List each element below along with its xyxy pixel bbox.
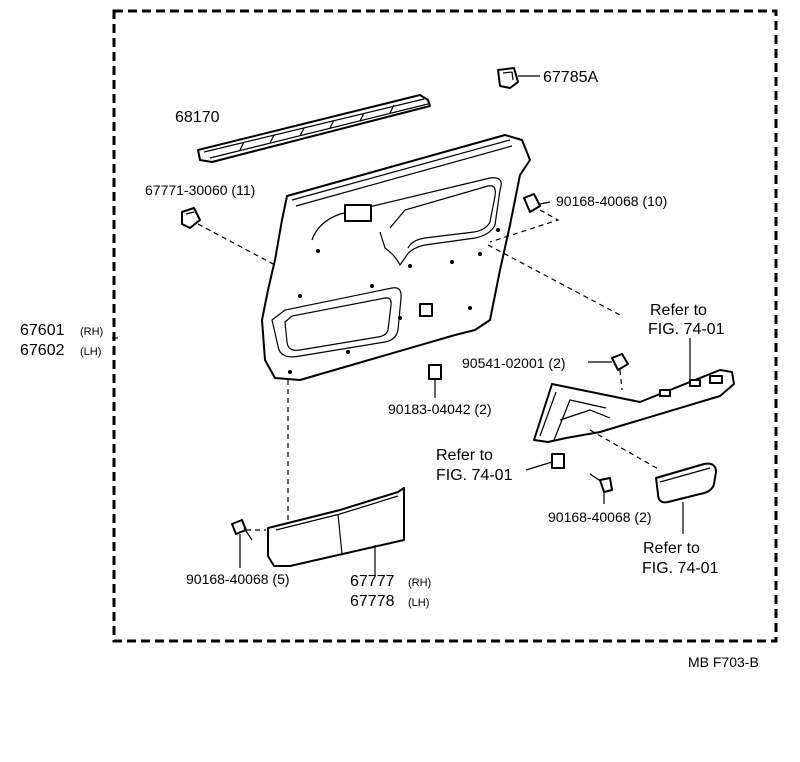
- armrest-part: [533, 369, 735, 443]
- top-clip-part: [497, 67, 519, 89]
- left-screw-label: 90168-40068 (5): [186, 571, 290, 587]
- panel-holes: [288, 228, 500, 374]
- pocket-lh-tag: (LH): [408, 597, 429, 609]
- refer-bottom-line2: FIG. 74-01: [642, 560, 719, 577]
- molding-part: [197, 94, 431, 163]
- mid-screw-label: 90168-40068 (2): [548, 509, 652, 525]
- panel-clip-label: 90183-04042 (2): [388, 401, 492, 417]
- pocket-lh-number: 67778: [350, 593, 395, 610]
- panel-rh-tag: (RH): [80, 326, 103, 338]
- top-right-screw-part: [523, 193, 551, 213]
- figure-code: MB F703-B: [688, 654, 759, 670]
- top-clip-label: 67785A: [543, 69, 598, 86]
- panel-lh-number: 67602: [20, 342, 65, 359]
- panel-lh-tag: (LH): [80, 346, 101, 358]
- nut-clip-label: 90541-02001 (2): [462, 355, 566, 371]
- refer-right-line2: FIG. 74-01: [648, 321, 725, 338]
- pocket-rh-tag: (RH): [408, 577, 431, 589]
- ashtray-part: [655, 462, 717, 504]
- door-pocket-part: [267, 487, 405, 567]
- door-panel-part: [261, 134, 531, 381]
- pocket-rh-number: 67777: [350, 573, 395, 590]
- diagram-frame: [112, 9, 778, 643]
- mid-screw-part: [589, 473, 613, 493]
- refer-right-line1: Refer to: [650, 302, 707, 319]
- top-right-screw-label: 90168-40068 (10): [556, 193, 667, 209]
- nut-clip-part: [611, 353, 629, 371]
- panel-rh-number: 67601: [20, 322, 65, 339]
- refer-bottom-line1: Refer to: [643, 540, 700, 557]
- small-clip-part: [551, 453, 565, 469]
- left-clip-label: 67771-30060 (11): [145, 182, 255, 198]
- panel-clip-part: [428, 364, 442, 380]
- refer-mid-line2: FIG. 74-01: [436, 467, 513, 484]
- molding-label: 68170: [175, 109, 220, 126]
- refer-mid-line1: Refer to: [436, 447, 493, 464]
- left-clip-part: [181, 207, 201, 229]
